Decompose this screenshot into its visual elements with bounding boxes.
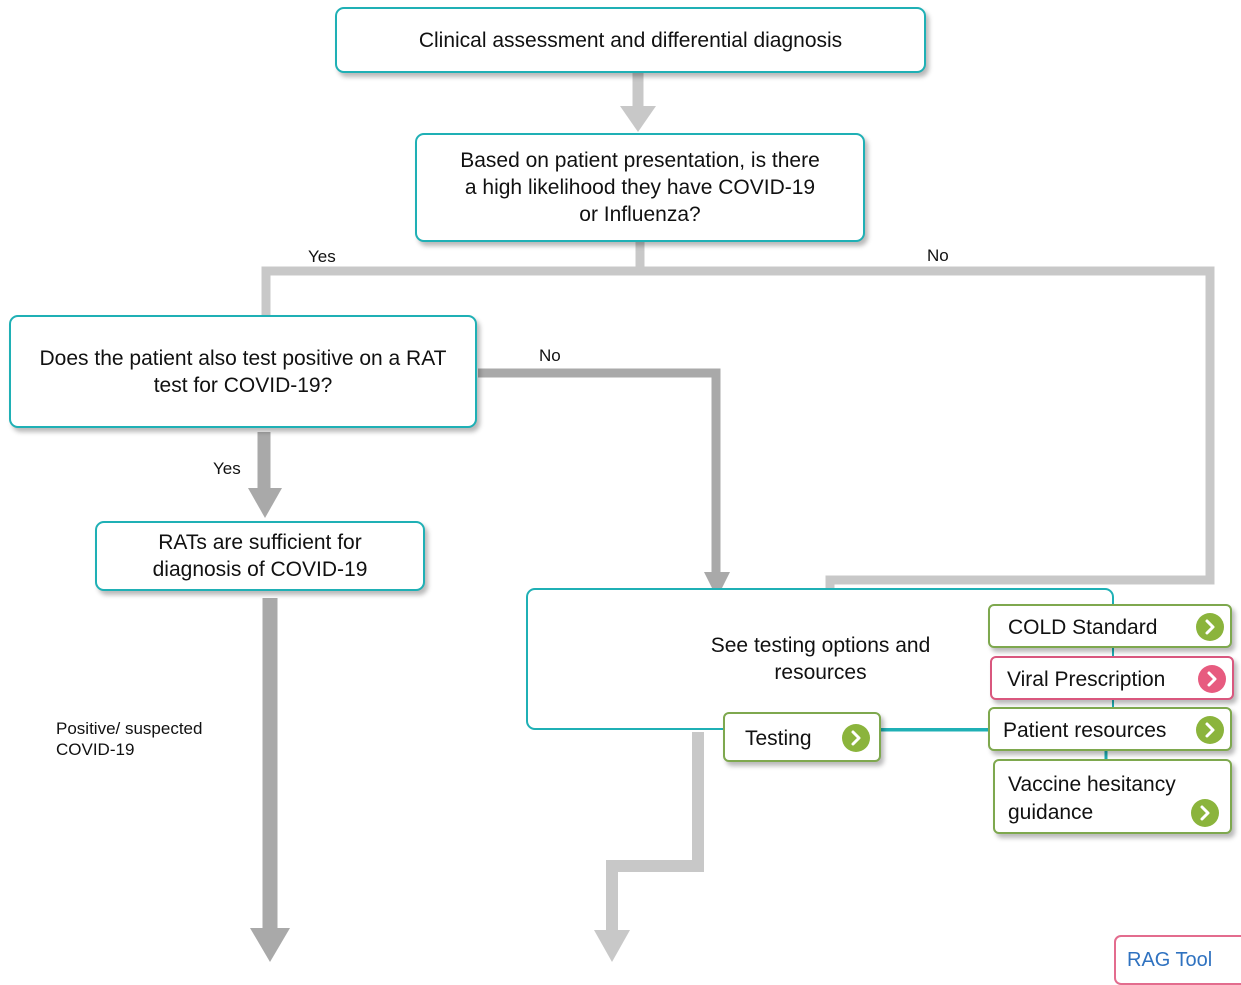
rat-question-box-text: Does the patient also test positive on a… xyxy=(39,346,447,397)
question-box: Based on patient presentation, is there … xyxy=(415,133,865,242)
label-yes-top: Yes xyxy=(308,247,336,266)
connector-no-branch xyxy=(640,266,1215,595)
label-no-top: No xyxy=(927,246,949,265)
connector-rat-no xyxy=(478,368,721,575)
down-arrow-icon xyxy=(250,928,290,962)
testing-button[interactable]: Testing xyxy=(723,712,881,762)
rat-sufficient-box-text: RATs are sufficient for diagnosis of COV… xyxy=(152,531,368,581)
label-no-rat: No xyxy=(539,346,561,365)
testing-options-box-text: See testing options and resources xyxy=(710,634,931,684)
cold-standard-button[interactable]: COLD Standard xyxy=(988,604,1232,648)
cold-standard-button-label: COLD Standard xyxy=(1008,616,1158,639)
chevron-right-circle-icon xyxy=(1198,665,1226,693)
rag-tool-link[interactable]: RAG Tool xyxy=(1114,935,1241,985)
label-yes-rat: Yes xyxy=(213,459,241,478)
label-positive-line1: Positive/ suspected xyxy=(56,719,203,738)
down-arrow-icon xyxy=(620,106,656,132)
chevron-right-circle-icon xyxy=(1196,716,1224,744)
patient-resources-button[interactable]: Patient resources xyxy=(988,707,1232,751)
down-arrow-icon xyxy=(594,930,630,962)
down-arrow-icon xyxy=(248,488,282,518)
viral-prescription-button[interactable]: Viral Prescription xyxy=(990,656,1234,700)
connector-yes-branch xyxy=(261,266,640,318)
label-positive-suspected: Positive/ suspected COVID-19 xyxy=(56,718,202,760)
vaccine-hesitancy-line1: Vaccine hesitancy xyxy=(1008,773,1176,796)
testing-button-label: Testing xyxy=(745,727,812,750)
label-positive-line2: COVID-19 xyxy=(56,740,135,759)
vaccine-hesitancy-button-label: Vaccine hesitancy guidance xyxy=(1008,771,1176,827)
start-box-text: Clinical assessment and differential dia… xyxy=(418,28,843,52)
rat-sufficient-box: RATs are sufficient for diagnosis of COV… xyxy=(95,521,425,591)
vaccine-hesitancy-line2: guidance xyxy=(1008,801,1094,824)
down-arrow-icon xyxy=(704,572,730,598)
start-box: Clinical assessment and differential dia… xyxy=(335,7,926,73)
connector-testing-down xyxy=(606,732,704,932)
chevron-right-circle-icon xyxy=(1191,799,1219,827)
rag-tool-label: RAG Tool xyxy=(1127,949,1213,971)
chevron-right-circle-icon xyxy=(1196,613,1224,641)
vaccine-hesitancy-button[interactable]: Vaccine hesitancy guidance xyxy=(993,759,1232,834)
viral-prescription-button-label: Viral Prescription xyxy=(1007,668,1166,691)
question-box-text: Based on patient presentation, is there … xyxy=(460,149,820,226)
patient-resources-button-label: Patient resources xyxy=(1003,719,1167,742)
chevron-right-circle-icon xyxy=(842,724,870,752)
rat-question-box: Does the patient also test positive on a… xyxy=(9,315,477,428)
